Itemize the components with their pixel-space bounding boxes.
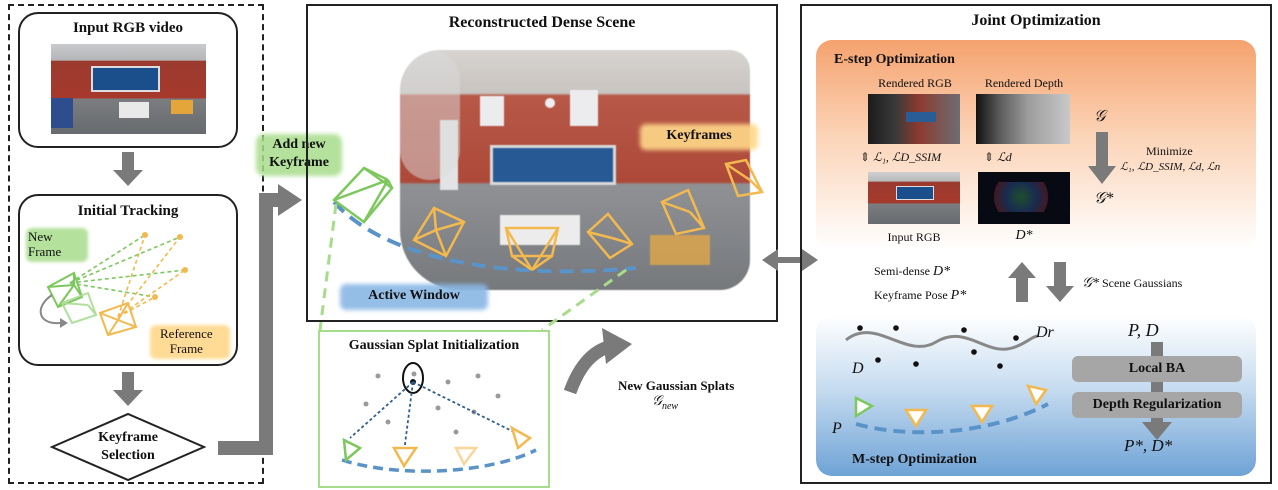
new-frame-label: New Frame [28, 229, 62, 259]
new-splats-arrow [563, 328, 632, 395]
bidirectional-arrow [762, 249, 818, 271]
joint-optimization-box [800, 4, 1272, 484]
depth-regularization-box: Depth Regularization [1072, 392, 1242, 418]
reference-camera [98, 301, 138, 337]
yellow-camera-icon [391, 446, 419, 469]
tracking-diagram [39, 232, 188, 337]
splat-connectors [318, 203, 627, 332]
reconstructed-scene-box [306, 4, 778, 322]
rendered-rgb-label: Rendered RGB [878, 76, 952, 90]
rendered-depth-image [976, 94, 1070, 144]
input-video-box [18, 12, 238, 148]
green-camera-icon [854, 395, 875, 419]
input-video-title: Input RGB video [72, 20, 184, 36]
initial-tracking-title: Initial Tracking [77, 203, 179, 219]
add-keyframe-arrow [218, 184, 302, 455]
dstar-label: D* [1015, 228, 1033, 243]
yellow-camera-icon [509, 425, 533, 451]
minimize-terms: ℒ₁, ℒD_SSIM, ℒd, ℒn [1120, 161, 1221, 173]
splat-init-title: Gaussian Splat Initialization [348, 338, 520, 353]
minimize-label: Minimize [1146, 144, 1193, 158]
dr-curve [845, 331, 1039, 351]
keyframe-selection-diamond [49, 412, 207, 482]
up-arrow [1008, 262, 1036, 302]
d-label: D [852, 360, 864, 377]
green-rays [69, 234, 186, 298]
new-splats-label: New Gaussian Splats [618, 378, 735, 393]
keyframe-camera [412, 206, 466, 258]
initial-tracking-box [18, 194, 238, 366]
splat-init-box [318, 330, 550, 488]
estep-title: E-step Optimization [834, 52, 955, 67]
keyframe-camera [724, 158, 764, 198]
keyframe-pose-row: Keyframe Pose P* [874, 288, 967, 303]
yellow-camera-icon [453, 446, 479, 467]
splat-rays [349, 381, 519, 453]
input-rgb-label: Input RGB [887, 230, 941, 244]
pstar-dstar-label: P*, D* [1124, 436, 1173, 455]
new-keyframe-camera [332, 166, 394, 224]
loss-depth-label: ⇕ ℒd [984, 150, 1012, 164]
active-window-tag [340, 284, 488, 310]
new-frame-tag [26, 228, 88, 262]
yellow-camera-icon [903, 408, 929, 429]
dr-label: Dr [1036, 324, 1054, 341]
green-camera-icon [342, 437, 363, 463]
keyframe-camera [660, 188, 706, 236]
yellow-camera-icon [969, 404, 995, 425]
depth-points [857, 325, 1019, 369]
reconstructed-scene-image [400, 50, 750, 290]
rendered-depth-label: Rendered Depth [984, 76, 1064, 90]
p-label: P [832, 420, 842, 437]
splat-init-diagram [341, 362, 537, 473]
loss-rgb-label: ⇕ ℒ₁, ℒD_SSIM [860, 150, 942, 164]
reference-frame-label: Reference Frame [160, 326, 213, 356]
scene-gaussians-row: 𝒢* Scene Gaussians [1082, 276, 1183, 291]
keyframes-tag [640, 124, 758, 150]
scene-title: Reconstructed Dense Scene [448, 14, 636, 31]
local-ba-box: Local BA [1072, 356, 1242, 382]
input-video-thumbnail [51, 44, 206, 134]
arrow-down-1 [113, 152, 143, 186]
reference-frame-tag [150, 325, 230, 359]
mstep-title: M-step Optimization [852, 452, 977, 467]
scene-camera-trajectory [332, 158, 764, 274]
active-window-label: Active Window [368, 288, 460, 303]
g-label: 𝒢 [1094, 108, 1106, 125]
semi-dense-row: Semi-dense D* [874, 264, 951, 279]
track-points [142, 232, 188, 300]
minimize-arrow [1088, 132, 1116, 184]
input-rgb-image [868, 172, 960, 224]
down-arrow [1046, 262, 1074, 302]
joint-optimization-title: Joint Optimization [971, 12, 1101, 29]
keyframe-camera [504, 226, 560, 272]
keyframe-camera [586, 212, 634, 260]
keyframe-selection-label: Keyframe Selection [98, 430, 158, 463]
pd-label: P, D [1128, 320, 1159, 340]
keyframes-label: Keyframes [666, 128, 732, 143]
new-frame-camera [46, 271, 84, 309]
yellow-camera-icon [1025, 384, 1049, 407]
gstar-label: 𝒢* [1094, 190, 1114, 207]
dstar-image [978, 172, 1070, 224]
add-keyframe-tag [256, 134, 342, 176]
new-splats-symbol: 𝒢new [652, 394, 679, 412]
mstep-diagram [845, 325, 1049, 435]
splat-points [363, 371, 501, 435]
tracking-curve-arrow [39, 294, 61, 325]
prev-frame-camera [60, 291, 98, 325]
trajectory-curve [332, 200, 637, 274]
rendered-rgb-image [868, 94, 960, 144]
arrow-down-2 [113, 372, 143, 406]
